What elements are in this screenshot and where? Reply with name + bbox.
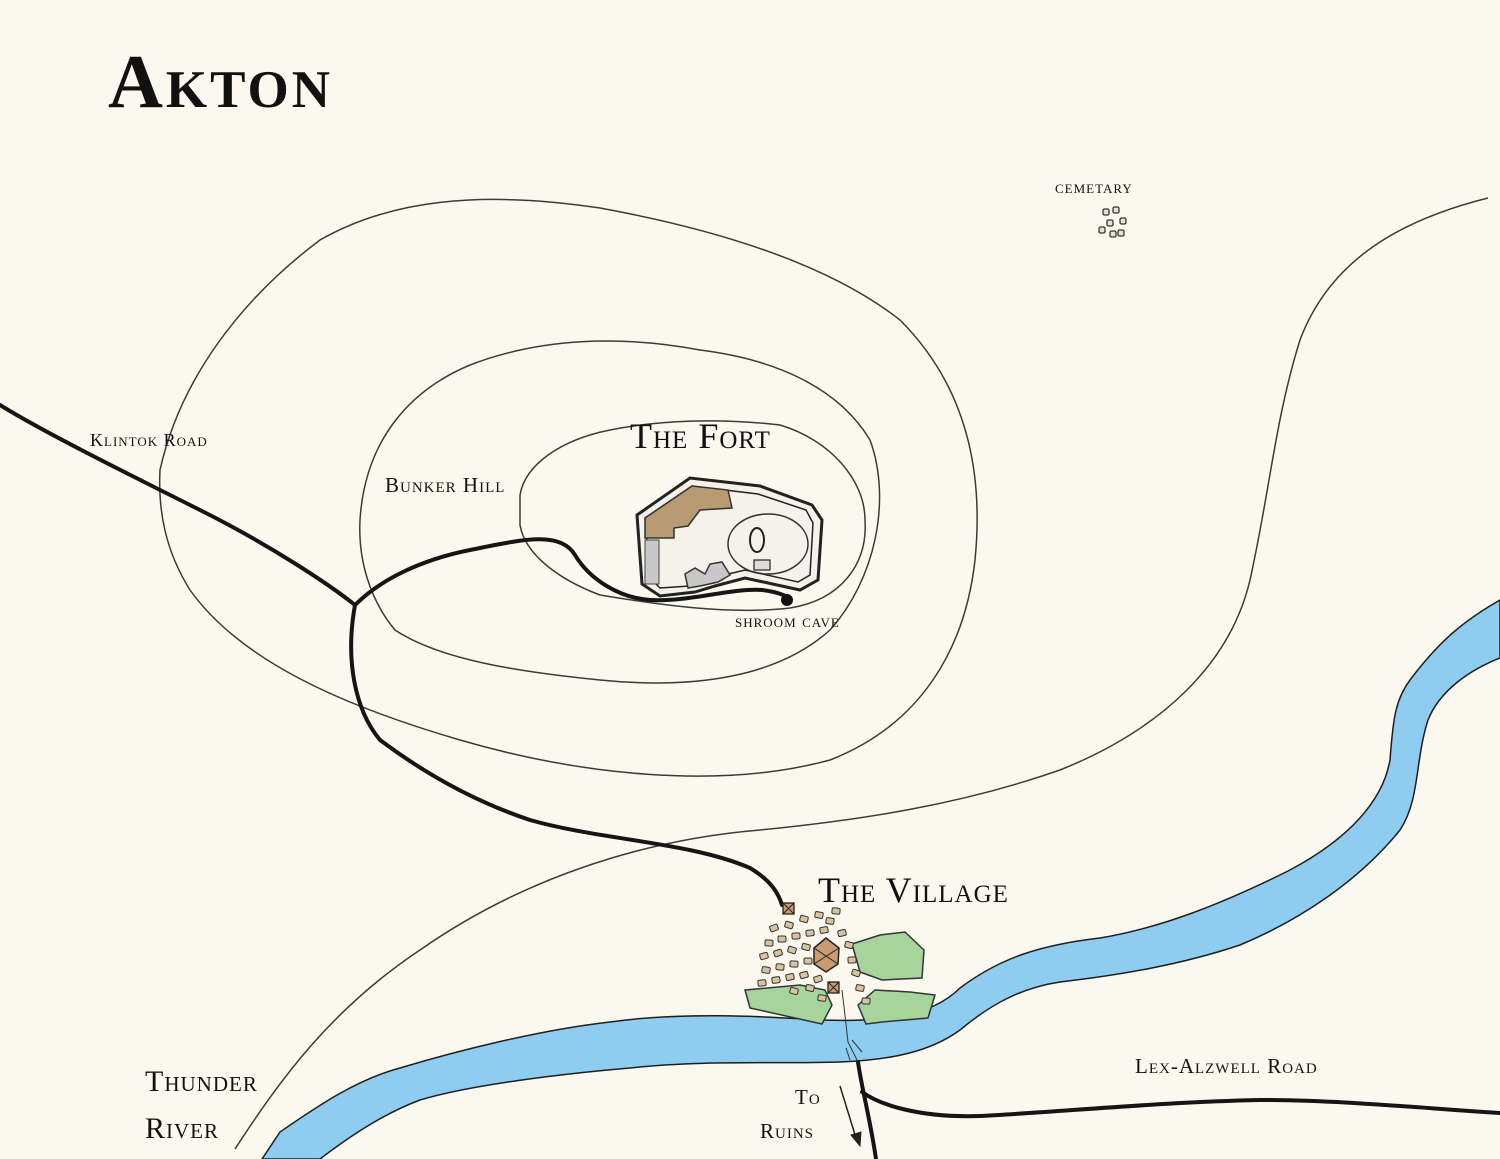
grave-marker-icon xyxy=(1106,219,1114,227)
hut-icon xyxy=(773,948,783,958)
contour-slope-west xyxy=(234,197,1489,1150)
village-lane xyxy=(841,989,863,1063)
fort xyxy=(635,476,824,598)
hut-icon xyxy=(803,957,813,965)
hut-icon xyxy=(814,911,824,919)
the-fort-label: The Fort xyxy=(630,416,771,456)
cemetary-label: cemetary xyxy=(1055,177,1133,197)
hut-icon xyxy=(757,979,767,987)
grave-marker-icon xyxy=(1109,230,1117,238)
fort-inner-wall xyxy=(644,485,814,589)
hut-icon xyxy=(851,968,861,978)
hut-icon xyxy=(771,976,781,984)
to-ruins-road-line xyxy=(856,1060,878,1159)
hill-contours xyxy=(158,197,1489,1150)
fort-barracks-roof xyxy=(644,485,733,539)
grave-marker-icon xyxy=(1119,217,1127,225)
village-towers xyxy=(782,902,840,994)
contour-middle xyxy=(359,340,881,684)
to-ruins-label-line2: Ruins xyxy=(760,1119,815,1143)
grave-marker-icon xyxy=(1117,229,1125,237)
grave-marker-icon xyxy=(1098,226,1106,234)
lex-alzwell-road-line xyxy=(860,1090,1500,1119)
village xyxy=(744,902,936,1063)
shroom-cave-label: shroom cave xyxy=(735,611,840,631)
village-field-e xyxy=(857,989,936,1025)
hut-icon xyxy=(813,974,823,984)
hut-icon xyxy=(825,917,835,925)
hut-icon xyxy=(844,941,854,949)
klintok-road-label: Klintok Road xyxy=(90,430,208,450)
bunker-hill-label: Bunker Hill xyxy=(385,473,506,497)
hut-icon xyxy=(817,994,827,1002)
fort-gatehouse xyxy=(684,561,732,589)
hut-icon xyxy=(787,945,797,955)
tower-icon xyxy=(813,937,840,973)
hut-icon xyxy=(777,935,787,943)
village-field-ne xyxy=(851,931,925,981)
grave-marker-icon xyxy=(1112,206,1120,214)
hut-icon xyxy=(769,923,779,933)
tower-icon xyxy=(827,981,840,994)
the-village-label: The Village xyxy=(818,870,1009,910)
fort-inner-courtyard xyxy=(727,513,809,575)
grave-marker-icon xyxy=(1102,208,1110,216)
fort-small-building xyxy=(753,559,771,571)
hut-icon xyxy=(791,932,801,940)
hut-icon xyxy=(764,939,774,947)
map-title: Akton xyxy=(108,40,334,124)
to-ruins-label-line1: To xyxy=(795,1085,821,1109)
hut-icon xyxy=(799,970,809,980)
hut-icon xyxy=(847,956,857,964)
hut-icon xyxy=(805,983,815,993)
contour-outer xyxy=(158,198,978,777)
hut-icon xyxy=(761,966,771,974)
village-houses xyxy=(757,907,871,1005)
fort-well xyxy=(749,527,765,553)
village-field-w xyxy=(744,984,833,1025)
hut-icon xyxy=(785,973,795,981)
hut-icon xyxy=(861,997,871,1005)
roads xyxy=(0,403,1500,1159)
contour-inner xyxy=(519,420,866,612)
thunder-river-label-line2: River xyxy=(145,1112,220,1145)
hut-icon xyxy=(789,960,799,968)
hut-icon xyxy=(759,951,769,961)
hut-icon xyxy=(799,914,809,924)
tower-icon xyxy=(782,902,795,915)
hut-icon xyxy=(837,928,847,938)
hut-icon xyxy=(784,920,794,930)
hut-icon xyxy=(801,942,811,952)
hut-icon xyxy=(819,926,829,934)
hut-icon xyxy=(805,929,815,937)
fort-west-building xyxy=(644,539,660,585)
fort-approach-road xyxy=(353,537,792,607)
lex-alzwell-road-label: Lex-Alzwell Road xyxy=(1135,1054,1318,1078)
cave-marker-icon[interactable] xyxy=(781,594,793,606)
hut-icon xyxy=(775,963,785,971)
hut-icon xyxy=(831,907,841,915)
thunder-river-label-line1: Thunder xyxy=(145,1065,258,1098)
klintok-road-line xyxy=(0,403,784,907)
to-ruins-arrow xyxy=(839,1085,862,1148)
cemetary-graves[interactable] xyxy=(1098,206,1127,238)
hut-icon xyxy=(855,984,865,992)
hut-icon xyxy=(789,986,799,996)
